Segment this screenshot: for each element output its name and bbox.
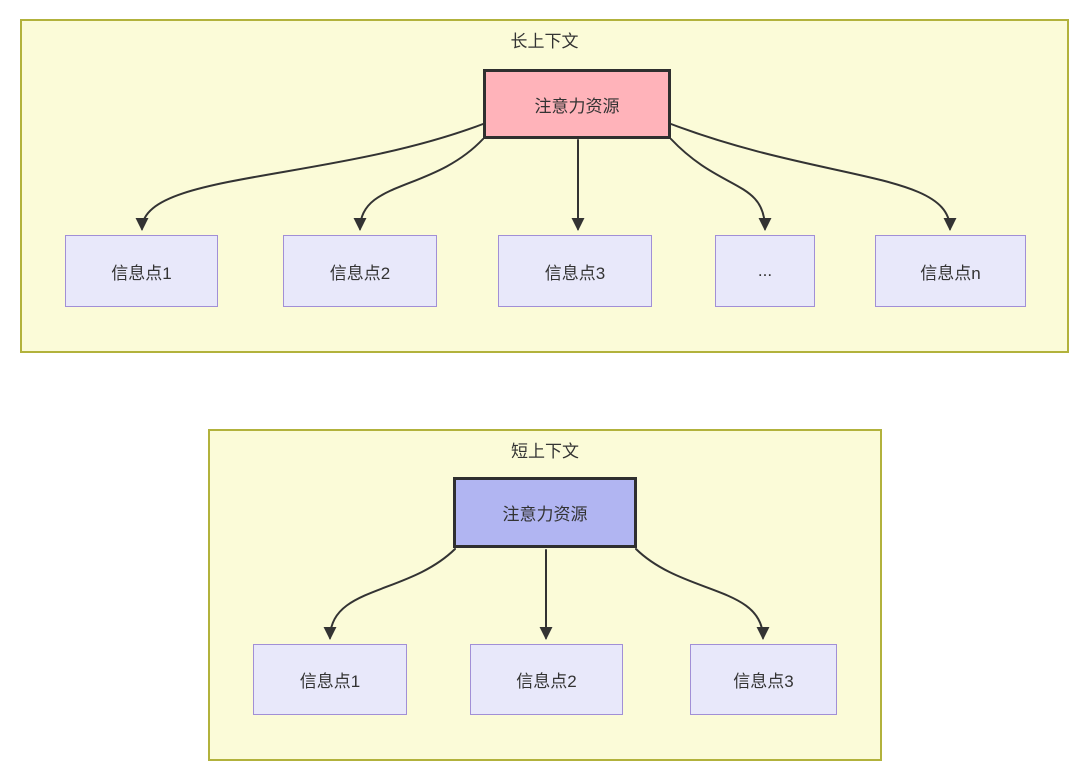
long-info-box-n: 信息点n xyxy=(875,235,1026,307)
long-info-box-3: 信息点3 xyxy=(498,235,652,307)
long-attention-box: 注意力资源 xyxy=(483,69,671,139)
long-context-title: 长上下文 xyxy=(510,32,579,51)
long-info-box-1: 信息点1 xyxy=(65,235,218,307)
short-info-box-3: 信息点3 xyxy=(690,644,837,715)
short-context-title: 短上下文 xyxy=(511,442,579,461)
short-info-box-1: 信息点1 xyxy=(253,644,407,715)
short-info-box-2: 信息点2 xyxy=(470,644,623,715)
long-info-box-2: 信息点2 xyxy=(283,235,437,307)
short-attention-box: 注意力资源 xyxy=(453,477,637,548)
long-info-box-dots: ... xyxy=(715,235,815,307)
